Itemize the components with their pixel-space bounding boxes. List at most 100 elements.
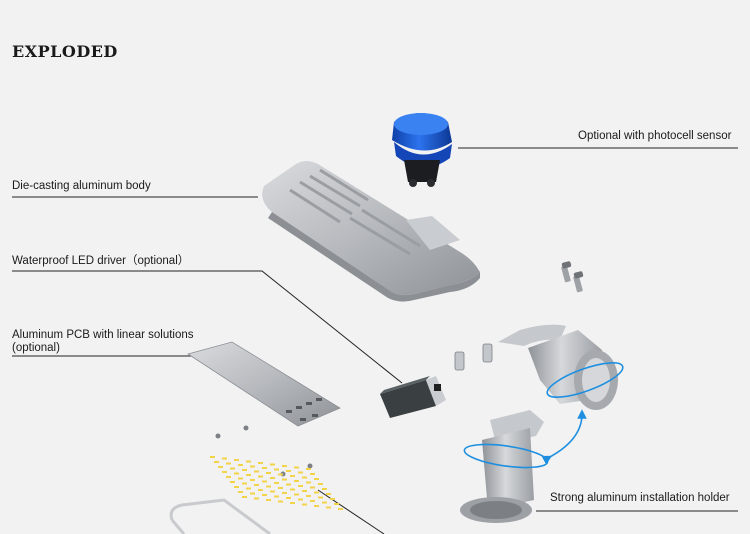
led-dot — [242, 482, 247, 485]
led-dot — [314, 505, 319, 507]
led-array — [210, 456, 343, 510]
led-dot — [230, 467, 235, 470]
led-dot — [222, 457, 227, 460]
led-dot — [302, 476, 307, 479]
led-dot — [254, 497, 259, 500]
led-dot — [262, 494, 267, 496]
led-dot — [290, 502, 295, 504]
label-led-driver: Waterproof LED driver（optional） — [12, 255, 190, 267]
installation-holder-lower — [460, 410, 549, 523]
led-dot — [294, 493, 299, 496]
led-dot — [210, 456, 215, 458]
aluminum-pcb — [187, 341, 341, 427]
led-dot — [266, 485, 271, 488]
led-dot — [250, 479, 255, 481]
installation-holder-upper — [498, 324, 624, 410]
led-dot — [242, 496, 247, 498]
led-dot — [238, 464, 243, 466]
led-dot — [234, 472, 239, 475]
led-dot — [314, 478, 319, 480]
screws — [561, 261, 584, 293]
led-dot — [274, 495, 279, 498]
gasket-frame — [169, 498, 271, 534]
led-dot — [218, 466, 223, 468]
led-dot — [302, 503, 307, 506]
led-dot — [250, 492, 255, 495]
led-dot — [282, 492, 287, 494]
led-dot — [238, 477, 243, 480]
led-dot — [322, 501, 327, 504]
cable-glands — [454, 343, 493, 371]
led-dot — [246, 474, 251, 476]
led-dot — [322, 488, 327, 490]
page-title: EXPLODED — [12, 42, 118, 61]
led-dot — [294, 480, 299, 482]
led-dot — [242, 469, 247, 471]
led-dot — [274, 482, 279, 484]
led-dot — [290, 488, 295, 491]
led-dot — [226, 476, 231, 478]
led-dot — [274, 468, 279, 471]
led-dot — [278, 500, 283, 503]
led-dot — [318, 496, 323, 499]
leader-driver — [12, 270, 403, 384]
led-dot — [270, 490, 275, 493]
led-dot — [230, 481, 235, 483]
label-aluminum-body: Die-casting aluminum body — [12, 180, 151, 192]
led-dot — [258, 475, 263, 478]
rotation-arrow — [541, 409, 587, 465]
led-dot — [310, 473, 315, 475]
led-dot — [270, 477, 275, 479]
led-dot — [238, 491, 243, 493]
led-dot — [286, 483, 291, 486]
led-dot — [258, 489, 263, 491]
led-dot — [330, 498, 335, 500]
led-driver — [380, 376, 446, 418]
led-dot — [214, 461, 219, 463]
led-dot — [258, 462, 263, 464]
led-dot — [246, 487, 251, 490]
photocell-sensor — [392, 113, 452, 187]
led-dot — [282, 478, 287, 481]
led-dot — [298, 471, 303, 474]
led-dot — [278, 473, 283, 476]
led-dot — [302, 490, 307, 492]
led-dot — [314, 491, 319, 494]
led-dot — [338, 508, 343, 510]
led-dot — [234, 486, 239, 488]
label-photocell-sensor: Optional with photocell sensor — [578, 130, 732, 142]
led-dot — [310, 500, 315, 502]
led-dot — [234, 459, 239, 461]
led-dot — [226, 462, 231, 465]
led-dot — [270, 463, 275, 466]
led-dot — [262, 467, 267, 469]
led-dot — [290, 475, 295, 477]
leader-lines — [12, 147, 738, 534]
led-dot — [294, 466, 299, 469]
led-dot — [286, 497, 291, 499]
led-dot — [286, 470, 291, 472]
led-dot — [326, 493, 331, 495]
label-aluminum-pcb: Aluminum PCB with linear solutions (opti… — [12, 329, 212, 355]
led-dot — [254, 470, 259, 473]
leader-bottom — [317, 489, 385, 534]
led-dot — [262, 480, 267, 483]
led-dot — [306, 481, 311, 484]
led-dot — [222, 471, 227, 473]
led-dot — [254, 484, 259, 486]
led-dot — [282, 465, 287, 467]
led-dot — [306, 495, 311, 497]
led-dot — [298, 485, 303, 487]
led-dot — [318, 483, 323, 485]
led-dot — [250, 465, 255, 468]
led-dot — [310, 486, 315, 489]
led-dot — [246, 460, 251, 463]
led-dot — [334, 503, 339, 505]
label-aluminum-pcb-line1: Aluminum PCB with linear solutions — [12, 329, 194, 341]
led-dot — [278, 487, 283, 489]
led-dot — [266, 499, 271, 501]
aluminum-body — [262, 161, 480, 302]
label-installation-holder: Strong aluminum installation holder — [550, 492, 730, 504]
led-dot — [306, 468, 311, 470]
